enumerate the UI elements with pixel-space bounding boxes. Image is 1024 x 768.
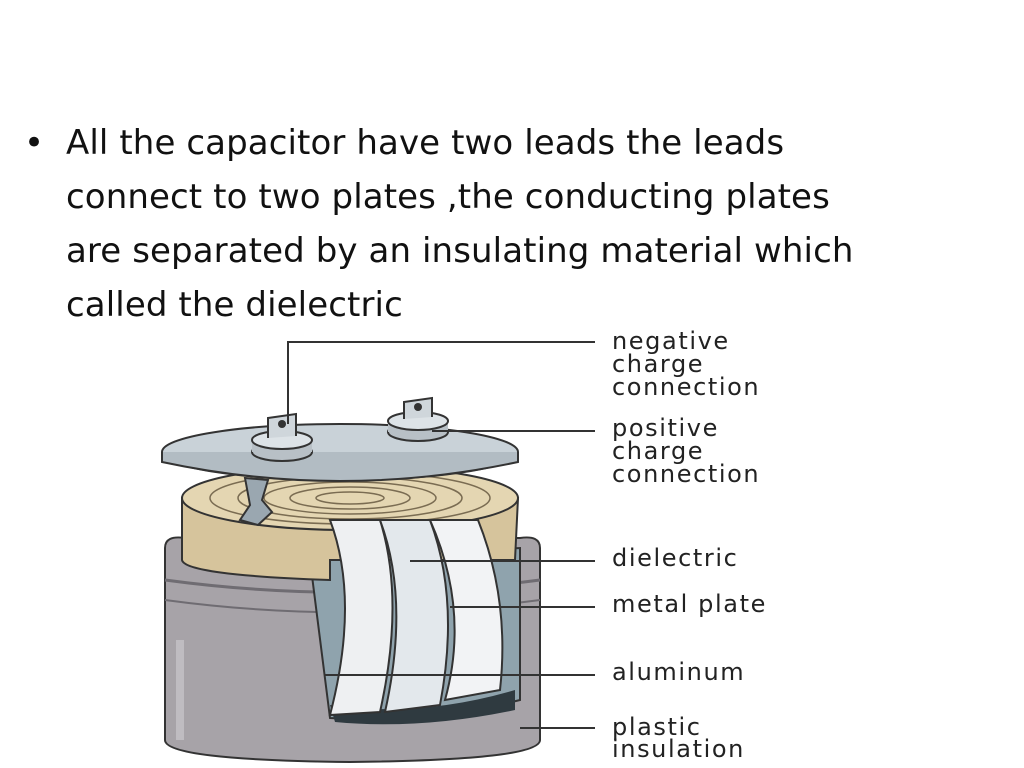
label-negative-2: charge <box>612 350 704 378</box>
positive-terminal <box>387 396 449 442</box>
bullet-line-1: All the capacitor have two leads the lea… <box>66 123 785 163</box>
label-negative-1: negative <box>612 327 730 355</box>
label-plastic-1: plastic <box>612 713 702 741</box>
negative-terminal <box>251 412 313 462</box>
leader-lines <box>287 341 595 729</box>
label-positive-1: positive <box>612 414 719 442</box>
label-plastic-2: insulation <box>612 735 745 763</box>
label-negative-3: connection <box>612 373 760 401</box>
label-aluminum: aluminum <box>612 658 745 686</box>
diagram-labels: negative charge connection positive char… <box>612 327 767 763</box>
bullet-line-2: connect to two plates ,the conducting pl… <box>66 177 830 217</box>
label-positive-2: charge <box>612 437 704 465</box>
bullet-text: All the capacitor have two leads the lea… <box>66 116 854 332</box>
bullet-line-4: called the dielectric <box>66 285 403 325</box>
lid <box>161 423 519 482</box>
bullet-line-3: are separated by an insulating material … <box>66 231 854 271</box>
label-dielectric: dielectric <box>612 544 738 572</box>
metal-plates <box>328 519 504 717</box>
label-metal-plate: metal plate <box>612 590 767 618</box>
bullet-marker: • <box>24 123 45 163</box>
label-positive-3: connection <box>612 460 760 488</box>
lead-tab <box>238 476 274 527</box>
negative-leader <box>287 341 595 424</box>
bullet-point: • All the capacitor have two leads the l… <box>24 116 924 332</box>
